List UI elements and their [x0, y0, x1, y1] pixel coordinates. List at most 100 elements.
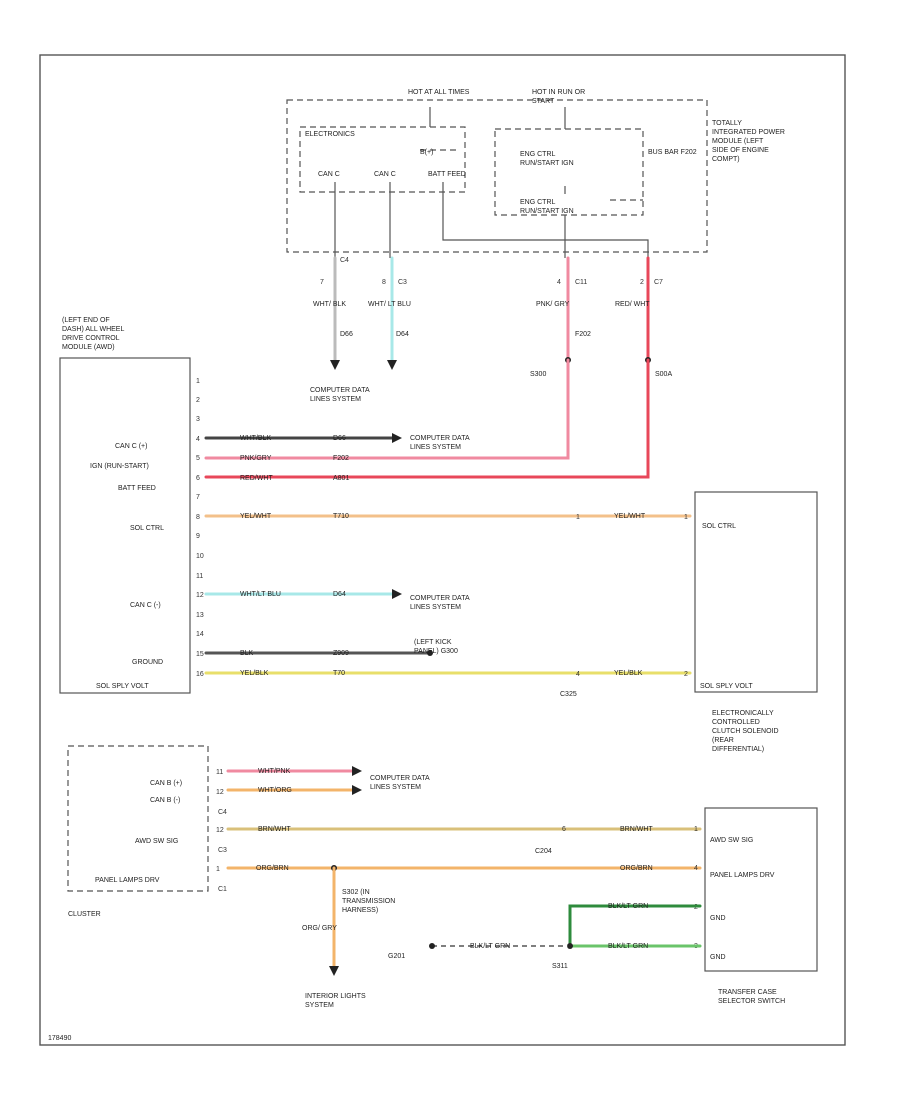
tcs-awd: AWD SW SIG [710, 837, 753, 844]
cluster-conn-3: C1 [218, 886, 227, 893]
tipm-wire-3-code: F202 [575, 331, 591, 338]
awd-ground: GROUND [132, 659, 163, 666]
cluster-wire-4-b: ORG/BRN [620, 865, 653, 872]
cluster-wire-4: ORG/BRN [256, 865, 289, 872]
cluster-pin-4: 1 [216, 866, 220, 873]
hot-at-all-times: HOT AT ALL TIMES [408, 89, 470, 96]
awd-pin: 3 [196, 416, 200, 423]
tipm-conn-4: C7 [654, 279, 663, 286]
solenoid-sol-sply: SOL SPLY VOLT [700, 683, 753, 690]
awd-wire-r5: PNK/GRY [240, 455, 272, 462]
tipm-conn-1: C4 [340, 257, 349, 264]
cluster-panel: PANEL LAMPS DRV [95, 877, 160, 884]
awd-pin: 13 [196, 612, 204, 619]
awd-sol-sply: SOL SPLY VOLT [96, 683, 149, 690]
cluster-pin-2: 12 [216, 789, 224, 796]
ground-g201 [429, 943, 435, 949]
awd-pin: 6 [196, 475, 200, 482]
awd-wire-r8-code: T710 [333, 513, 349, 520]
awd-conn-pin-16: 4 [576, 671, 580, 678]
diagram-frame [39, 54, 846, 1046]
cluster-conn-2: C3 [218, 847, 227, 854]
tcs-wire-gw: BLK/LT GRN [470, 943, 510, 950]
tipm-pin-1: 7 [320, 279, 324, 286]
cluster-pin-3: 12 [216, 827, 224, 834]
tcs-pin-1: 1 [694, 826, 698, 833]
awd-wire-r4-code: D66 [333, 435, 346, 442]
electronics-label: ELECTRONICS [305, 131, 355, 138]
awd-pin: 1 [196, 378, 200, 385]
awd-wire-r16-code: T70 [333, 670, 345, 677]
tcs-box [704, 807, 818, 972]
cluster-awd-sw: AWD SW SIG [135, 838, 178, 845]
cluster-title: CLUSTER [68, 911, 101, 918]
footer-id: 178490 [48, 1035, 71, 1042]
tipm-electronics-box [299, 126, 466, 193]
tcs-g201: G201 [388, 953, 405, 960]
can-c-1-label: CAN C [318, 171, 340, 178]
tipm-pin-2: 8 [382, 279, 386, 286]
awd-pin: 15 [196, 651, 204, 658]
arrow-right-1 [392, 433, 402, 443]
tipm-pin-4: 2 [640, 279, 644, 286]
awd-pin: 4 [196, 436, 200, 443]
solenoid-pin-a: 1 [684, 514, 688, 521]
awd-pin: 12 [196, 592, 204, 599]
awd-can-c-plus: CAN C (+) [115, 443, 147, 450]
awd-wire-r4: WHT/BLK [240, 435, 271, 442]
tipm-relay-box [494, 128, 644, 216]
awd-wire-batt [204, 358, 650, 479]
bus-bar-label: BUS BAR F202 [648, 149, 697, 156]
arrow-down-2 [387, 360, 397, 370]
tipm-wire-1-code: D66 [340, 331, 353, 338]
tipm-wire-2: WHT/ LT BLU [368, 301, 411, 308]
tipm-conn-2: C3 [398, 279, 407, 286]
tipm-wire-2-code: D64 [396, 331, 409, 338]
cluster-can-b-plus: CAN B (+) [150, 780, 182, 787]
awd-wire-ign [204, 358, 570, 460]
awd-wire-r15-code: Z909 [333, 650, 349, 657]
awd-pin-numbers: 1 2 3 4 5 6 7 8 9 10 11 12 13 14 15 16 [196, 378, 204, 678]
awd-wire-r12-code: D64 [333, 591, 346, 598]
tipm-wire-1: WHT/ BLK [313, 301, 346, 308]
tipm-conn-3: C11 [575, 279, 587, 286]
awd-ign: IGN (RUN-START) [90, 463, 149, 470]
ground-g300 [427, 650, 433, 656]
awd-wire-r6: RED/WHT [240, 475, 273, 482]
solenoid-box [694, 491, 818, 693]
tcs-wire-1: BLK/LT GRN [608, 903, 648, 910]
awd-wire-r6-code: A801 [333, 475, 349, 482]
cluster-c204: C204 [535, 848, 552, 855]
cluster-c204-pin: 6 [562, 826, 566, 833]
arrow-right-2 [392, 589, 402, 599]
cluster-wire-1: WHT/PNK [258, 768, 291, 775]
awd-pin: 9 [196, 533, 200, 540]
awd-pin: 14 [196, 631, 204, 638]
tipm-splice-1: S300 [530, 371, 546, 378]
tcs-panel: PANEL LAMPS DRV [710, 872, 775, 879]
awd-pin: 11 [196, 573, 203, 580]
cluster-wire-3-b: BRN/WHT [620, 826, 653, 833]
awd-wire-r8: YEL/WHT [240, 513, 272, 520]
tcs-gnd-2: GND [710, 954, 726, 961]
bplus-label: B(+) [420, 149, 433, 156]
awd-wire-r12: WHT/LT BLU [240, 591, 281, 598]
tcs-gnd-1: GND [710, 915, 726, 922]
awd-wire-r15: BLK [240, 650, 254, 657]
can-c-2-label: CAN C [374, 171, 396, 178]
awd-pin: 2 [196, 397, 200, 404]
tipm-pin-3: 4 [557, 279, 561, 286]
awd-pin: 16 [196, 671, 204, 678]
